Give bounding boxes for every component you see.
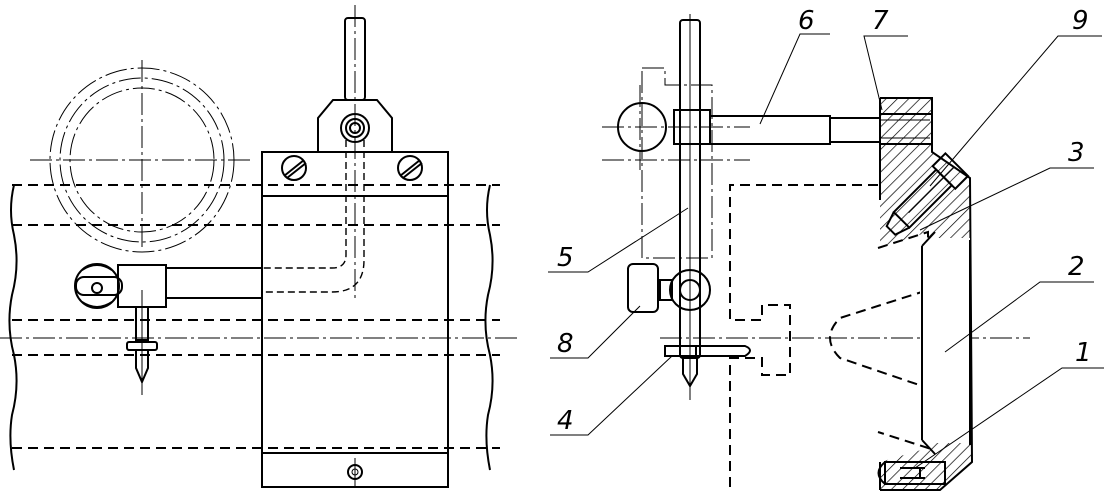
indicator-probe: [664, 345, 751, 400]
callout-8: 8: [557, 329, 574, 359]
callout-2: 2: [1068, 252, 1085, 282]
horizontal-bar: [673, 109, 933, 145]
callout-9: 9: [1072, 6, 1089, 36]
clamp-body-section: [879, 97, 974, 491]
callout-4: 4: [557, 406, 574, 436]
indicator-head: [74, 263, 167, 395]
horizontal-arm: [166, 267, 262, 299]
callout-1: 1: [1075, 338, 1092, 368]
knob-and-ring: [627, 263, 711, 313]
hidden-rod: [262, 140, 365, 293]
left-view: [0, 5, 518, 488]
dial-indicator-phantom: [49, 67, 235, 253]
rod-holder: [317, 17, 393, 153]
callout-labels: 6 7 9 3 2 1 5 8 4: [557, 6, 1092, 436]
indicator-face: [617, 102, 667, 152]
callout-3: 3: [1068, 138, 1085, 168]
support-pin: [877, 461, 946, 485]
callout-5: 5: [557, 243, 574, 273]
workpiece-section: [729, 184, 929, 490]
callout-6: 6: [798, 6, 815, 36]
workpiece-outline: [8, 184, 500, 471]
angled-screw: [885, 151, 970, 236]
right-view: 6 7 9 3 2 1 5 8 4: [548, 6, 1104, 491]
indicator-phantom: [641, 67, 713, 259]
callout-7: 7: [872, 6, 889, 36]
leader-lines: [548, 33, 1104, 469]
stem-rod: [679, 19, 701, 359]
